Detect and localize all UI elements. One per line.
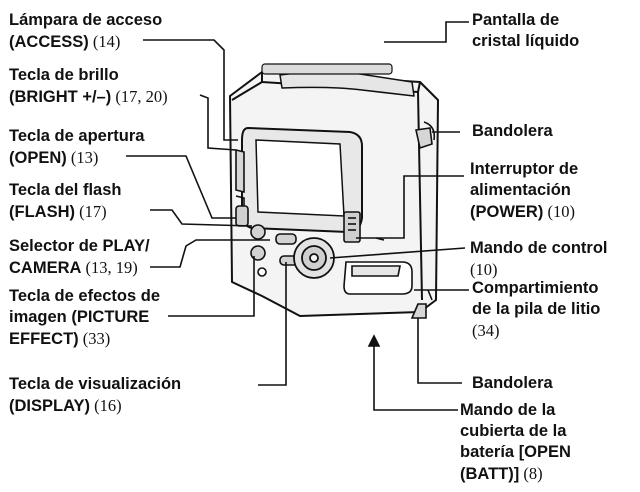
display-key-page: (16) [94,396,122,415]
battery-cover-page: (8) [523,464,543,483]
lithium-compartment-line1: Compartimiento [472,279,599,297]
bright-key-code: (BRIGHT +/–) [9,88,112,106]
lithium-compartment-line2: de la pila de litio [472,300,601,318]
open-key-page: (13) [70,148,99,167]
power-switch-page: (10) [547,202,575,221]
display-key-callout: (DISPLAY) (16) [9,395,122,417]
access-lamp-callout: (ACCESS) (14) [9,31,120,53]
picture-effect-key-line2: imagen (PICTURE [9,308,150,326]
bright-key-callout: (BRIGHT +/–) (17, 20) [9,86,168,108]
battery-cover-code: (BATT)] [460,465,520,483]
battery-cover-line2: cubierta de la [460,422,567,440]
access-lamp-page: (14) [92,32,121,51]
bright-key-name: Tecla de brillo [9,66,119,84]
battery-cover-callout: (BATT)] (8) [460,463,543,485]
picture-effect-key-callout: EFFECT) (33) [9,328,110,350]
access-lamp-code: (ACCESS) [9,33,89,51]
flash-key-code: (FLASH) [9,203,75,221]
picture-effect-key-page: (33) [82,329,111,348]
bright-key-page: (17, 20) [115,87,168,106]
open-key-code: (OPEN) [9,149,67,167]
strap-top-name: Bandolera [472,122,553,140]
power-switch-code: (POWER) [470,203,544,221]
lcd-frame [241,126,363,234]
battery-cover-line3: batería [OPEN [460,443,571,461]
play-camera-selector-callout: CAMERA (13, 19) [9,257,138,279]
power-switch-callout: (POWER) (10) [470,201,575,223]
power-switch-line1: Interruptor de [470,160,579,178]
access-lamp-name: Lámpara de acceso [9,11,163,29]
play-camera-selector-code: CAMERA [9,259,82,277]
flash-key-shape [235,205,249,227]
flash-key-callout: (FLASH) (17) [9,201,107,223]
control-dial-page: (10) [470,260,498,279]
leader-lines [126,21,469,411]
control-dial-shape [293,237,335,279]
picture-effect-key-code: EFFECT) [9,330,79,348]
strap-bottom-name: Bandolera [472,374,553,392]
battery-cover-line1: Mando de la [460,401,556,419]
control-dial-name: Mando de control [470,239,608,257]
lcd-screen-line1: Pantalla de [472,11,560,29]
play-camera-selector-page: (13, 19) [85,258,138,277]
lithium-compartment-shape [343,261,413,295]
play-camera-selector-name: Selector de PLAY/ [9,237,150,255]
power-switch-line2: alimentación [470,181,571,199]
open-key-name: Tecla de apertura [9,127,145,145]
lcd-screen-line2: cristal líquido [472,32,580,50]
flash-key-name: Tecla del flash [9,181,122,199]
display-key-name: Tecla de visualización [9,375,182,393]
picture-effect-key-line1: Tecla de efectos de [9,287,161,305]
flash-key-page: (17) [79,202,107,221]
power-switch-shape [343,211,361,243]
lithium-compartment-page: (34) [472,321,500,340]
open-key-callout: (OPEN) (13) [9,147,98,169]
display-key-code: (DISPLAY) [9,397,90,415]
